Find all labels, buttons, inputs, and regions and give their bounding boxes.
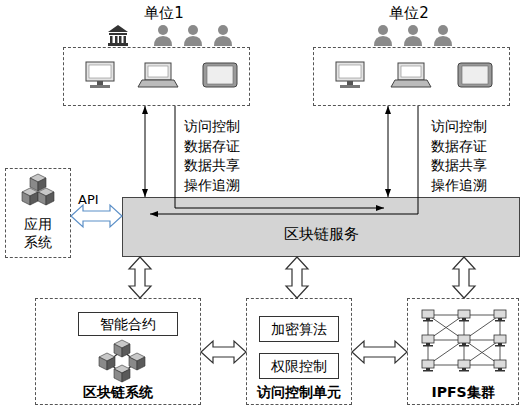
app-system-box: 应用 系统 [5, 168, 71, 258]
person-icon [214, 25, 232, 46]
person-icon [434, 25, 452, 46]
bank-icon [108, 25, 128, 46]
function-list: 访问控制 数据存证 数据共享 操作追溯 [431, 117, 491, 195]
double-arrow [286, 257, 308, 298]
double-arrow [453, 257, 475, 298]
unit-box: 单位1 [63, 47, 250, 106]
unit-heading: 单位1 [139, 4, 189, 23]
tablet-icon [203, 63, 237, 87]
double-arrow [352, 341, 407, 363]
group-box: 访问控制单元加密算法权限控制 [246, 298, 352, 405]
desktop-icon [86, 62, 114, 88]
box-label: 智能合约 [79, 315, 177, 333]
process-box: 智能合约 [78, 312, 178, 336]
process-box: 权限控制 [259, 353, 339, 379]
person-icon [404, 25, 422, 46]
box-label: 加密算法 [260, 320, 338, 338]
api-label: API [78, 190, 118, 210]
cube-icon [22, 174, 54, 205]
box-label: 权限控制 [260, 357, 338, 375]
laptop-icon [391, 63, 431, 87]
process-box: 加密算法 [259, 316, 339, 342]
service-band: 区块链服务 [122, 197, 520, 257]
double-arrow [71, 205, 122, 227]
group-label: 应用 系统 [22, 215, 54, 251]
person-icon [184, 25, 202, 46]
desktop-icon [336, 62, 364, 88]
group-label: 访问控制单元 [248, 383, 350, 401]
group-label: 区块链系统 [37, 383, 199, 401]
group-label: IPFS集群 [409, 383, 517, 401]
double-arrow [129, 257, 151, 298]
blockchain-icon [99, 340, 145, 382]
group-box: 区块链系统 智能合约 [35, 298, 201, 405]
group-box: IPFS集群 [407, 298, 519, 405]
tablet-icon [458, 63, 492, 87]
arrow-line [145, 106, 146, 197]
function-list: 访问控制 数据存证 数据共享 操作追溯 [184, 117, 244, 195]
share-route [175, 106, 384, 208]
arrow-line [388, 106, 389, 197]
unit-heading: 单位2 [384, 4, 434, 23]
double-arrow [201, 341, 246, 363]
unit-box: 单位2 [313, 47, 510, 106]
box-label: 区块链服务 [123, 225, 519, 244]
person-icon [154, 25, 172, 46]
laptop-icon [138, 63, 178, 87]
person-icon [374, 25, 392, 46]
network-icon [422, 310, 506, 372]
